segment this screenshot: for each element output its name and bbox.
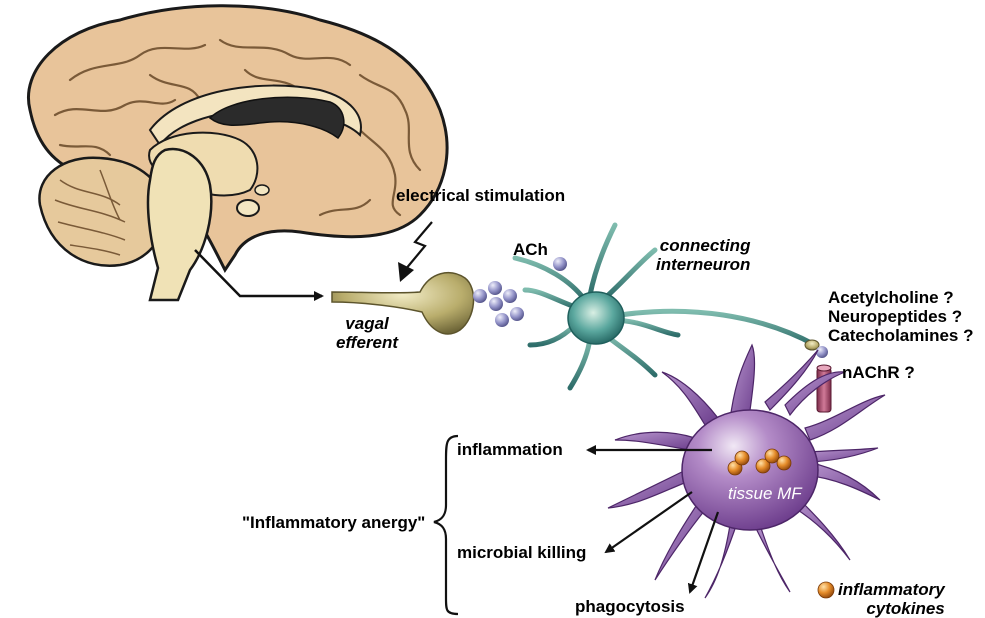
cytokines-label-line2: cytokines (838, 599, 945, 618)
nachr-receptor (817, 365, 831, 412)
connecting-interneuron-label: connecting interneuron (656, 236, 750, 274)
microbial-killing-label: microbial killing (457, 543, 586, 562)
ach-label: ACh (513, 240, 548, 259)
tissue-mf-label: tissue MF (728, 484, 802, 503)
vagal-label-line1: vagal (336, 314, 398, 333)
neuropeptides-label: Neuropeptides ? (828, 307, 962, 326)
connecting-label-line2: interneuron (656, 255, 750, 274)
mammillary-body (255, 185, 269, 195)
cytokine-legend-icon (818, 582, 834, 598)
inflammatory-anergy-label: "Inflammatory anergy" (242, 513, 425, 532)
vagal-efferent-label: vagal efferent (336, 314, 398, 352)
nachr-label: nAChR ? (842, 363, 915, 382)
brainstem-pointer-arrow (195, 250, 322, 296)
curly-brace (434, 436, 458, 614)
lightning-bolt-icon (398, 222, 432, 282)
brain-illustration (28, 6, 447, 300)
catecholamines-label: Catecholamines ? (828, 326, 974, 345)
cytokines-label-line1: inflammatory (838, 580, 945, 599)
phagocytosis-label: phagocytosis (575, 597, 685, 616)
brainstem (148, 149, 211, 300)
cerebellum (39, 158, 165, 266)
pituitary-gland (237, 200, 259, 216)
ach-vesicles (473, 257, 567, 327)
electrical-stimulation-label: electrical stimulation (396, 186, 565, 205)
inflammatory-cytokines-label: inflammatory cytokines (838, 580, 945, 618)
acetylcholine-label: Acetylcholine ? (828, 288, 954, 307)
connecting-label-line1: connecting (656, 236, 750, 255)
tissue-macrophage (608, 345, 885, 598)
vagal-label-line2: efferent (336, 333, 398, 352)
inflammation-label: inflammation (457, 440, 563, 459)
